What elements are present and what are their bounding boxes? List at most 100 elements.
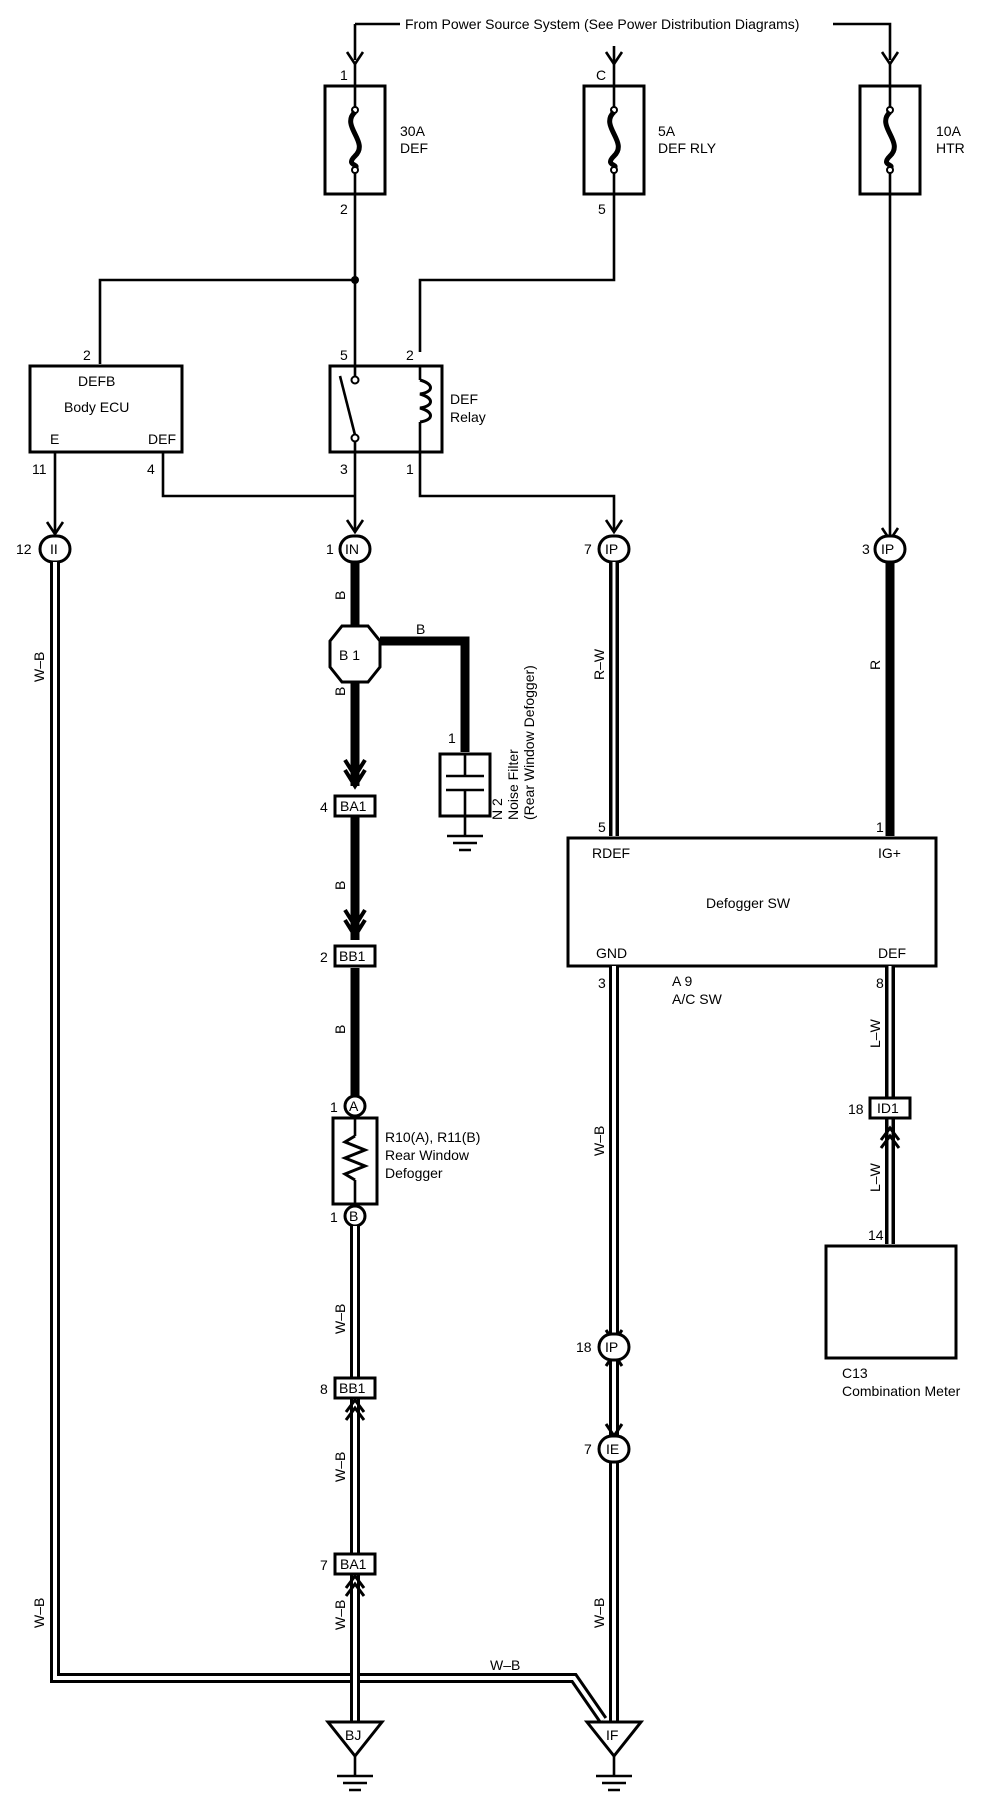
wire-w-b-center: W–B W–B W–B [332,1226,366,1724]
noise-filter: 1 N 2 Noise Filter (Rear Window Defogger… [438,665,537,852]
wire-w-b-ie-if-label: W–B [591,1598,607,1628]
defogger-pin-b-num: 1 [330,1209,338,1225]
defogger-pin-a: A [349,1098,359,1114]
ac-sw-term-rdef: RDEF [592,845,630,861]
fuse-def-rly-pin-top: C [596,67,606,83]
fuse-htr-rating: 10A [936,123,962,139]
fuse-def-rly-name: DEF RLY [658,140,717,156]
wire-r-w: R–W [591,562,619,836]
wire-l-w-top-label: L–W [867,1018,883,1048]
body-ecu-term-defb: DEFB [78,373,115,389]
connector-ip-18-pin: 18 [576,1339,592,1355]
def-relay-pin-2: 2 [406,347,414,363]
wire-b-in-label: B [332,591,348,600]
connector-in-id: IN [345,541,359,557]
ac-sw-name: A/C SW [672,991,723,1007]
connector-ii-pin: 12 [16,541,32,557]
connector-bb1-bottom: BB1 8 [320,1376,377,1400]
noise-filter-name-1: Noise Filter [505,749,521,820]
connector-ba1-bottom-pin: 7 [320,1557,328,1573]
ac-sw-term-ig: IG+ [878,845,901,861]
body-ecu-pin-top: 2 [83,347,91,363]
connector-ba1-top-id: BA1 [340,798,367,814]
ground-bj-id: BJ [345,1727,361,1743]
rear-window-defogger: A 1 B 1 R10(A), R11(B) Rear Window Defog… [330,1094,480,1228]
ac-switch: 5 1 RDEF IG+ Defogger SW GND DEF 3 8 A 9… [566,819,938,1007]
noise-filter-name-2: (Rear Window Defogger) [521,665,537,820]
junction-b1: B 1 [328,624,382,684]
connector-ip-3-id: IP [881,541,894,557]
connector-ip-7-id: IP [605,541,618,557]
ground-if-id: IF [606,1727,618,1743]
ac-sw-title: Defogger SW [706,895,791,911]
wire-b-below-b1-label: B [332,687,348,696]
connector-ba1-top-pin: 4 [320,799,328,815]
defogger-name-1: Rear Window [385,1147,470,1163]
body-ecu-term-def: DEF [148,431,176,447]
wire-r-w-label: R–W [591,648,607,680]
ac-sw-term-gnd: GND [596,945,627,961]
wire-w-b-gnd-label: W–B [591,1126,607,1156]
wire-w-b-ba1-bj-label: W–B [332,1600,348,1630]
def-relay-title-1: DEF [450,391,478,407]
ac-sw-term-def: DEF [878,945,906,961]
combination-meter-code: C13 [842,1365,868,1381]
wire-w-b-bus-label: W–B [490,1657,520,1673]
ac-sw-code: A 9 [672,973,692,989]
body-ecu-pin-def: 4 [147,461,155,477]
connector-bb1-top-id: BB1 [339,948,366,964]
connector-ip-3-pin: 3 [862,541,870,557]
wire-b-ba1-bb1-label: B [332,881,348,890]
body-ecu-pin-e: 11 [32,461,47,477]
connector-ie-pin: 7 [584,1441,592,1457]
connector-ie-id: IE [606,1441,619,1457]
fuse-def-rating: 30A [400,123,426,139]
fuse-def: 1 30A DEF 2 [323,64,428,280]
junction-b1-id: B 1 [339,647,360,663]
connector-ii-id: II [50,541,58,557]
connector-id1: ID1 18 [848,1096,912,1120]
ac-sw-pin-rdef: 5 [598,819,606,835]
ac-sw-pin-ig: 1 [876,819,884,835]
def-relay-title-2: Relay [450,409,486,425]
defogger-name-2: Defogger [385,1165,443,1181]
def-relay-pin-5: 5 [340,347,348,363]
connector-ip-18-id: IP [605,1339,618,1355]
wire-l-w-bottom-label: L–W [867,1162,883,1192]
fuse-def-pin-bottom: 2 [340,201,348,217]
wire-w-b-b-bb1-label: W–B [332,1304,348,1334]
defogger-code: R10(A), R11(B) [385,1129,480,1145]
body-ecu-title: Body ECU [64,399,129,415]
fuse-def-rly-rating: 5A [658,123,676,139]
connector-bb1-bottom-pin: 8 [320,1381,328,1397]
connector-id1-pin: 18 [848,1101,864,1117]
fuse-htr-name: HTR [936,140,965,156]
wire-r: R [867,562,895,836]
fuse-def-name: DEF [400,140,428,156]
connector-in-pin: 1 [326,541,334,557]
ground-bj: BJ [324,1720,386,1792]
def-relay: 5 2 3 1 DEF Relay [328,347,486,477]
ground-if: IF [583,1720,645,1792]
fuse-def-rly-pin-bottom: 5 [598,201,606,217]
connector-ba1-bottom-id: BA1 [340,1556,367,1572]
combination-meter-name: Combination Meter [842,1383,961,1399]
connector-ie: IE 7 [584,1434,631,1464]
power-source-header: From Power Source System (See Power Dist… [345,16,900,67]
connector-bb1-top-pin: 2 [320,949,328,965]
wire-r-label: R [867,660,883,670]
connector-ip-7-pin: 7 [584,541,592,557]
combination-meter: 14 C13 Combination Meter [824,1227,961,1399]
wire-b-bb1-a-label: B [332,1025,348,1034]
connector-ip-7: IP 7 [584,534,631,564]
body-ecu-term-e: E [50,431,59,447]
connector-ip-3: IP 3 [862,534,907,564]
combination-meter-pin: 14 [868,1227,884,1243]
connector-bb1-top: BB1 2 [320,944,377,968]
connector-in: IN 1 [326,534,372,564]
wire-b-branch-label: B [416,621,425,637]
defogger-pin-b: B [349,1208,358,1224]
ac-sw-pin-gnd: 3 [598,975,606,991]
def-relay-pin-1: 1 [406,461,414,477]
